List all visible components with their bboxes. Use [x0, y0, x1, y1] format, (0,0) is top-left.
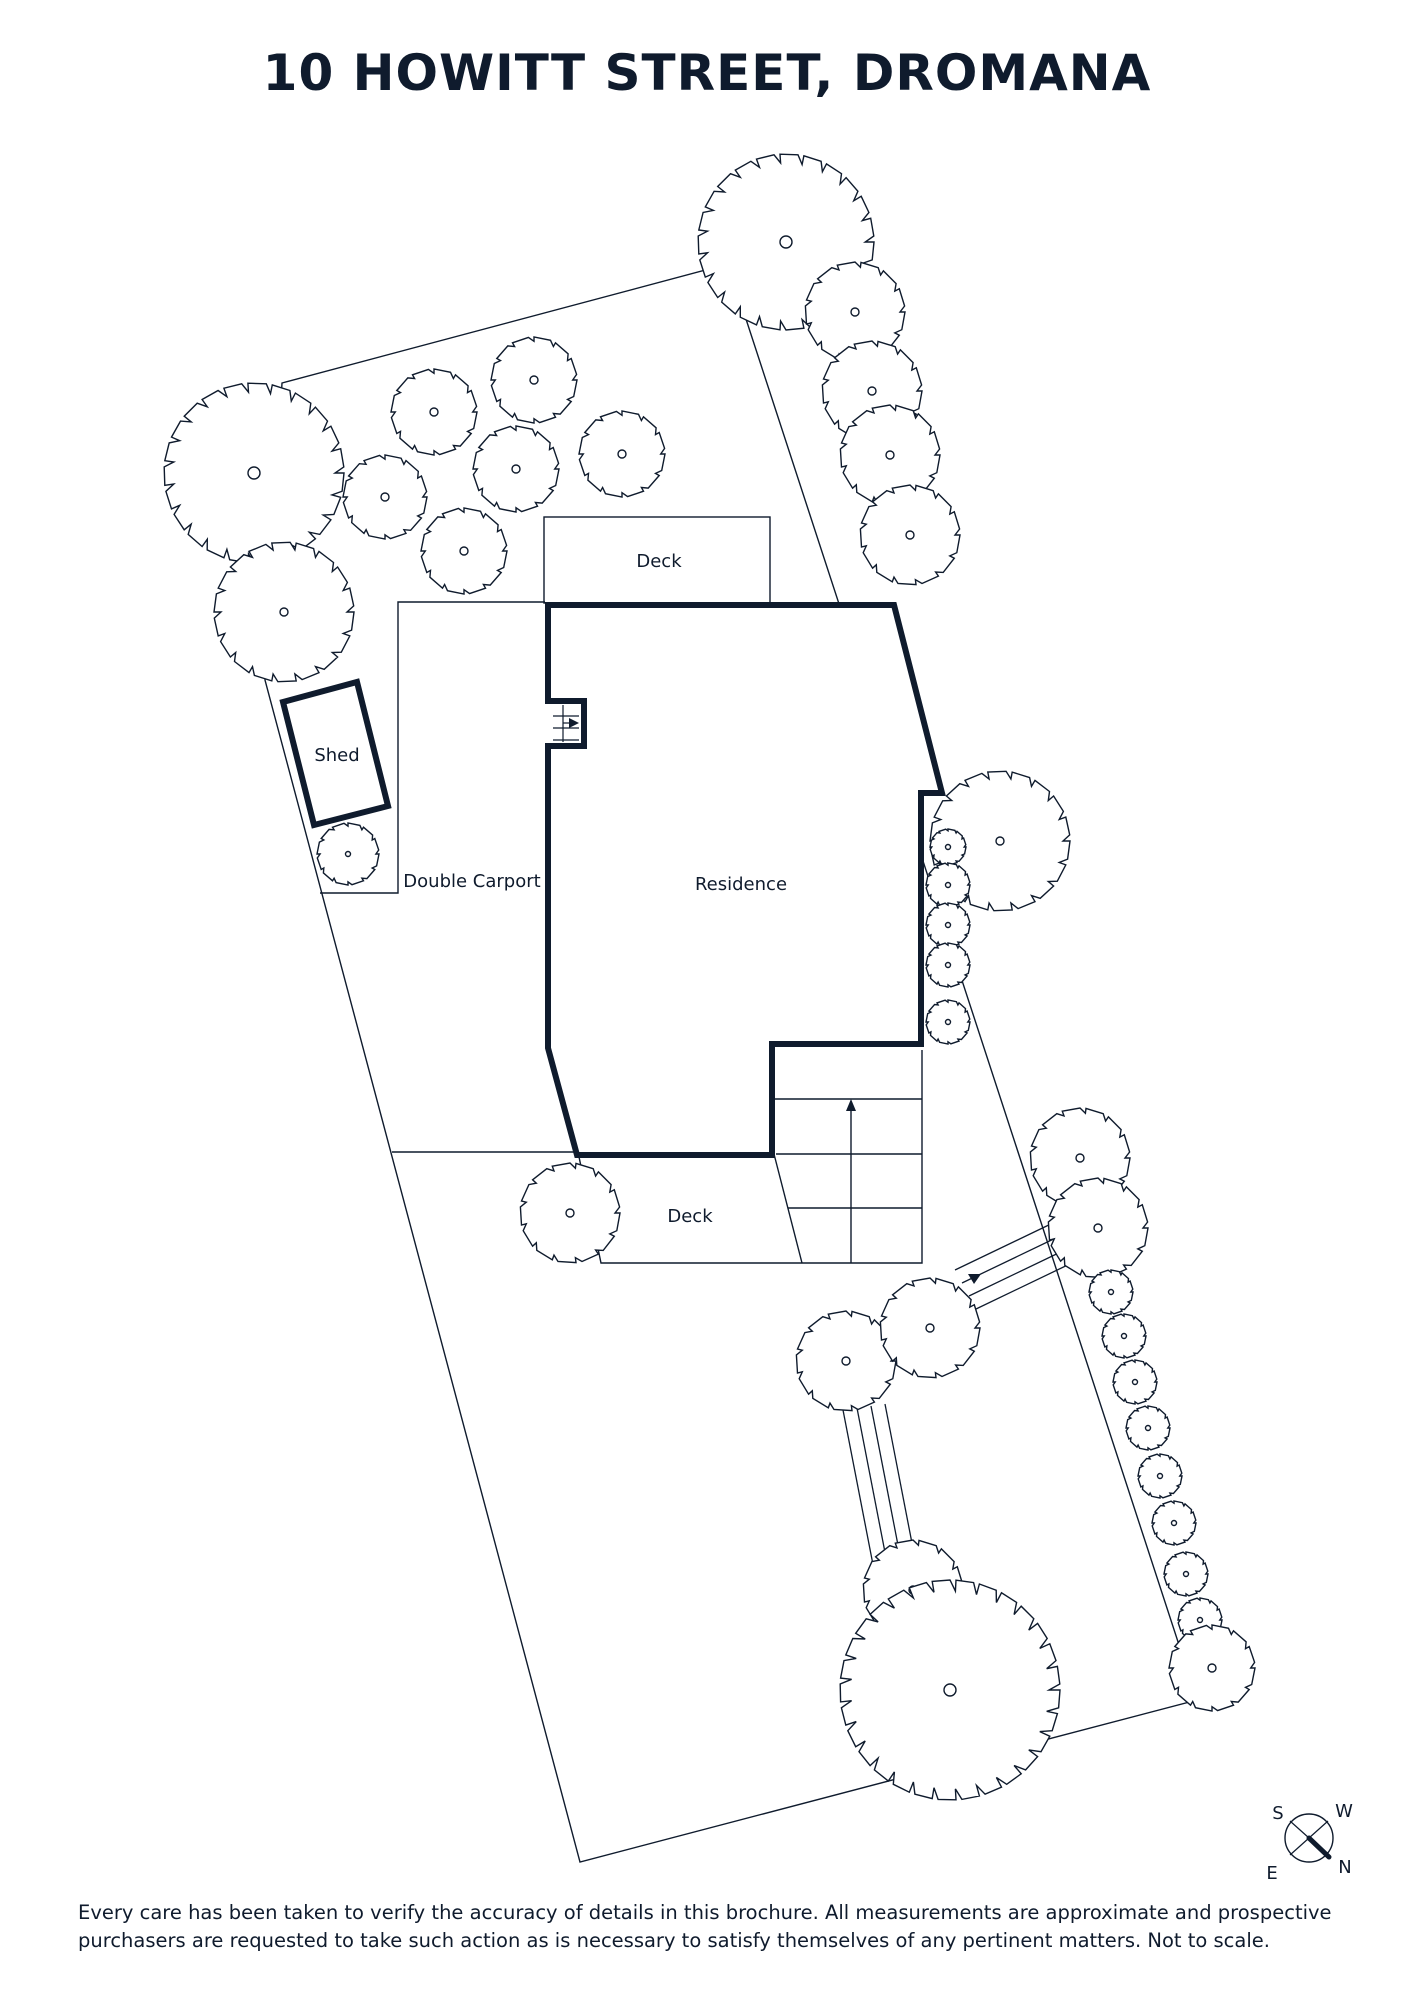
- tree-trunk-marker: [1196, 1616, 1204, 1624]
- tree-trunk-marker: [1120, 1332, 1128, 1340]
- tree-trunk-marker: [1075, 1153, 1085, 1163]
- tree-trunk-marker: [429, 407, 439, 417]
- compass-needle-bold: [1306, 1835, 1332, 1860]
- compass-w: W: [1335, 1801, 1353, 1822]
- compass-s: S: [1272, 1803, 1283, 1824]
- tree-trunk-marker: [529, 375, 539, 385]
- double-carport-label: Double Carport: [403, 871, 540, 892]
- tree-trunk-marker: [1207, 1663, 1217, 1673]
- residence-outline: [545, 602, 946, 1158]
- tree-trunk-marker: [944, 881, 952, 889]
- compass-n: N: [1338, 1857, 1351, 1878]
- tree-trunk-marker: [867, 386, 877, 396]
- tree-trunk-marker: [617, 449, 627, 459]
- tree-trunk-marker: [1156, 1472, 1164, 1480]
- tree-trunk-marker: [1093, 1223, 1103, 1233]
- tree-trunk-marker: [344, 850, 352, 858]
- tree-trunk-marker: [459, 546, 469, 556]
- tree-trunk-marker: [511, 464, 521, 474]
- tree-trunk-marker: [247, 466, 261, 480]
- tree-trunk-marker: [944, 961, 952, 969]
- compass-needle-thin: [1289, 1820, 1310, 1839]
- shed-label: Shed: [314, 745, 359, 766]
- trees: [163, 153, 1256, 1801]
- compass-ring: [1284, 1813, 1334, 1863]
- tree-trunk-marker: [944, 843, 952, 851]
- deck-top-label: Deck: [636, 551, 682, 572]
- tree-trunk-marker: [841, 1356, 851, 1366]
- residence-label: Residence: [695, 874, 787, 895]
- compass: S W E N: [1266, 1801, 1353, 1884]
- tree-trunk-marker: [995, 836, 1005, 846]
- tree-trunk-marker: [565, 1208, 575, 1218]
- tree-trunk-marker: [1170, 1519, 1178, 1527]
- tree-trunk-marker: [279, 607, 289, 617]
- entry-arrow-head: [569, 718, 579, 728]
- shed-outline: [279, 678, 392, 829]
- carport-outline: [320, 601, 545, 894]
- entry-steps: [553, 705, 579, 742]
- tree-trunk-marker: [905, 530, 915, 540]
- tree-trunk-marker: [1131, 1378, 1139, 1386]
- tree-trunk-marker: [925, 1323, 935, 1333]
- tree-trunk-marker: [850, 307, 860, 317]
- deck-bottom-label: Deck: [667, 1206, 713, 1227]
- tree-trunk-marker: [943, 1683, 957, 1697]
- tree-trunk-marker: [944, 921, 952, 929]
- tree-trunk-marker: [779, 235, 793, 249]
- tree-trunk-marker: [380, 492, 390, 502]
- stair-left-edge: [773, 1153, 803, 1264]
- stair-arrow-head: [846, 1099, 856, 1111]
- tree-trunk-marker: [885, 450, 895, 460]
- tree-trunk-marker: [944, 1018, 952, 1026]
- page-title: 10 HOWITT STREET, DROMANA: [262, 44, 1152, 102]
- tree-trunk-marker: [1107, 1288, 1115, 1296]
- boardwalk-arrow-head: [968, 1274, 981, 1284]
- compass-e: E: [1266, 1863, 1277, 1884]
- tree-trunk-marker: [1144, 1424, 1152, 1432]
- tree-trunk-marker: [1182, 1570, 1190, 1578]
- disclaimer-text: Every care has been taken to verify the …: [78, 1901, 1332, 1952]
